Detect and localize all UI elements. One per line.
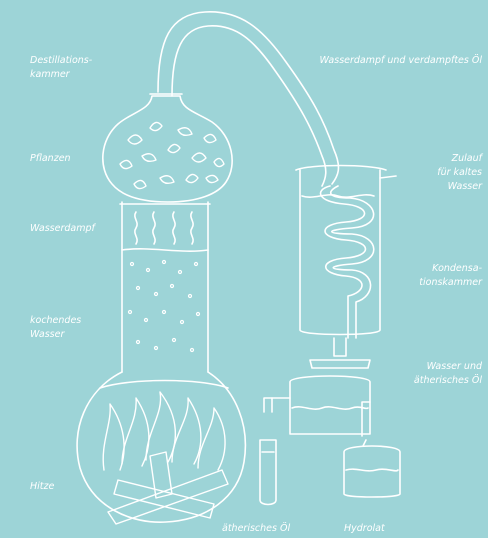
label-steam: Wasserdampf — [30, 222, 95, 236]
vapor-tube — [158, 12, 338, 186]
label-essential-oil: ätherisches Öl — [222, 522, 290, 536]
hydrosol-glass — [344, 440, 400, 497]
label-heat: Hitze — [30, 480, 54, 494]
label-steam-and-oil: Wasserdampf und verdampftes Öl — [320, 54, 482, 68]
plant-leaves — [120, 122, 224, 188]
label-cold-water-inlet: Zulauf für kaltes Wasser — [437, 152, 482, 194]
column — [120, 202, 210, 372]
oil-vial — [260, 440, 276, 505]
boiling-bubbles — [129, 261, 200, 352]
label-boiling-water: kochendes Wasser — [30, 314, 81, 342]
condenser — [296, 166, 396, 335]
condenser-coil — [321, 186, 374, 338]
label-hydrosol: Hydrolat — [344, 522, 385, 536]
label-condensation-chamber: Kondensa- tionskammer — [419, 262, 482, 290]
label-distillation-chamber: Destillations- kammer — [30, 54, 92, 82]
label-plants: Pflanzen — [30, 152, 71, 166]
separator — [264, 338, 370, 436]
flames — [103, 392, 225, 470]
label-water-and-oil: Wasser und ätherisches Öl — [414, 360, 482, 388]
firewood — [108, 452, 228, 524]
distillation-chamber-dome — [103, 94, 232, 202]
